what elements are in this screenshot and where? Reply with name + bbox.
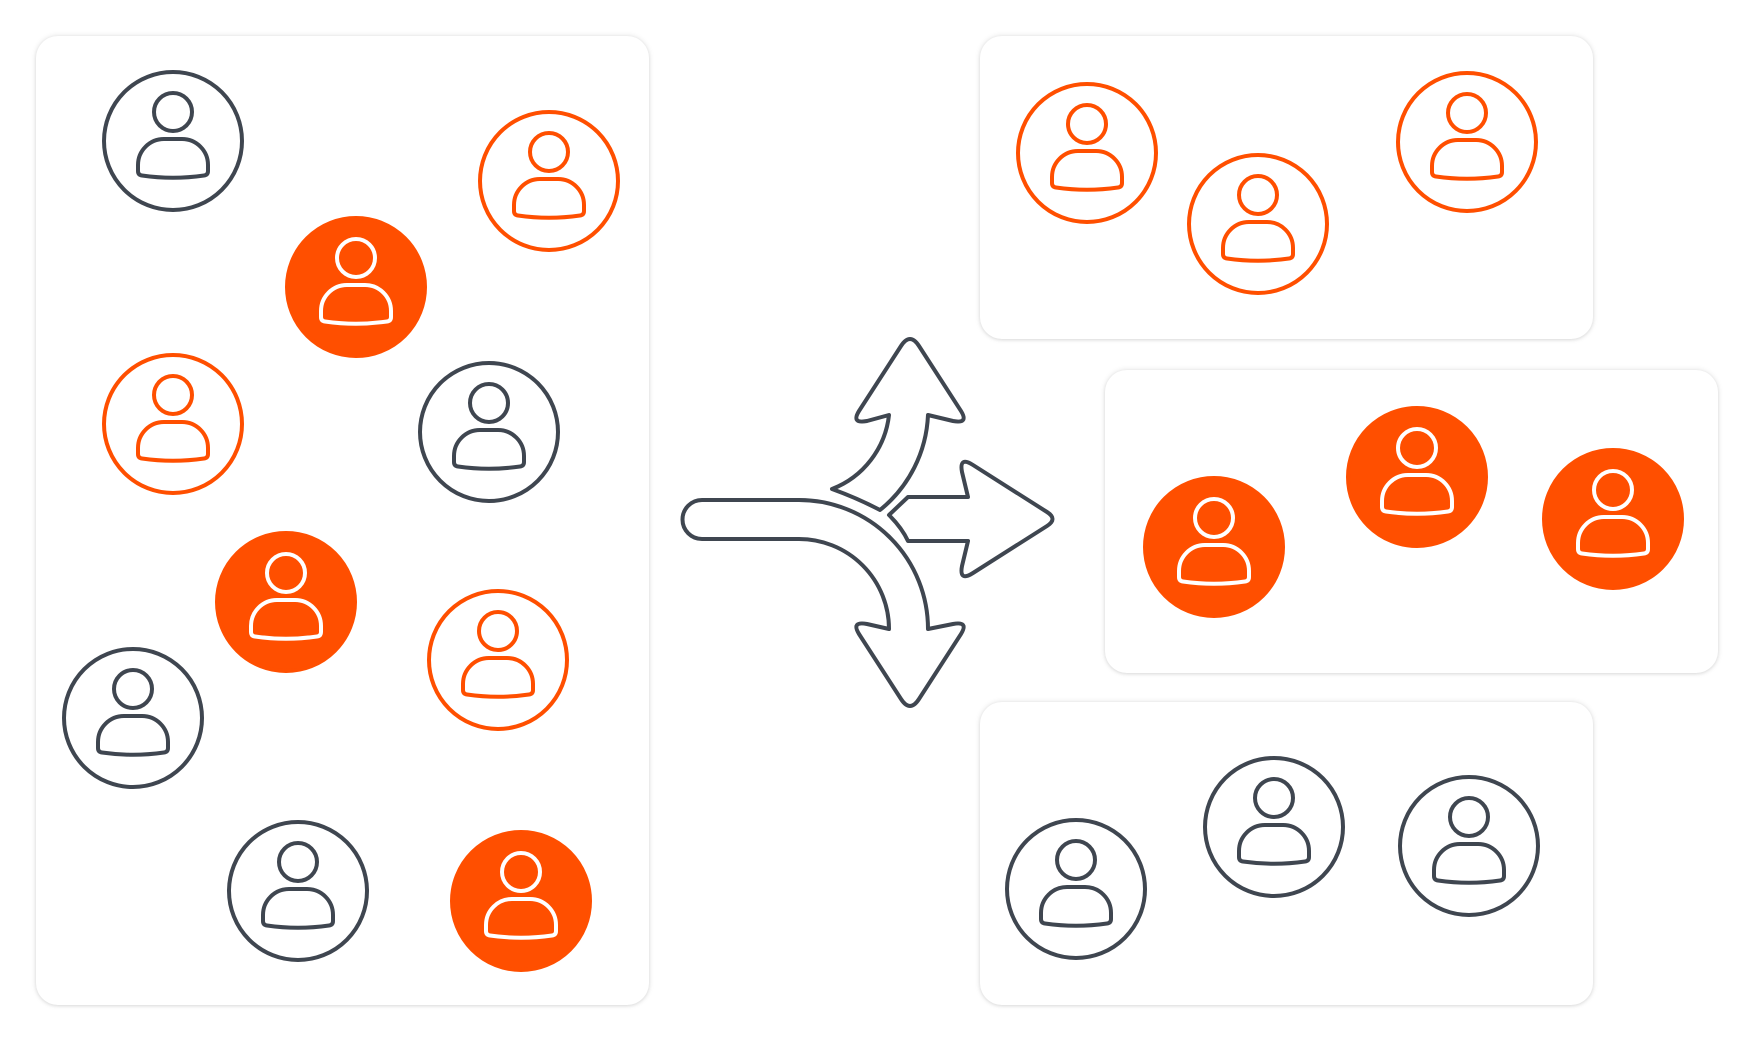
person-icon	[1142, 475, 1286, 619]
person-icon	[1397, 774, 1541, 918]
split-arrow-icon	[680, 310, 1080, 730]
group-card-outline-gray	[980, 702, 1593, 1005]
person-icon	[1015, 81, 1159, 225]
person-icon	[101, 69, 245, 213]
person-icon	[449, 829, 593, 973]
split-main-path	[680, 498, 966, 708]
split-up-branch	[830, 337, 966, 512]
person-icon	[1202, 755, 1346, 899]
person-icon	[1004, 817, 1148, 961]
source-pool-card	[36, 36, 649, 1005]
person-icon	[101, 352, 245, 496]
person-icon	[1345, 405, 1489, 549]
person-icon	[226, 819, 370, 963]
person-icon	[477, 109, 621, 253]
group-card-filled-orange	[1105, 370, 1718, 673]
person-icon	[284, 215, 428, 359]
person-icon	[61, 646, 205, 790]
group-card-outline-orange	[980, 36, 1593, 339]
person-icon	[417, 360, 561, 504]
split-right-branch	[887, 459, 1055, 579]
person-icon	[1395, 70, 1539, 214]
person-icon	[1186, 152, 1330, 296]
person-icon	[426, 588, 570, 732]
person-icon	[214, 530, 358, 674]
person-icon	[1541, 447, 1685, 591]
